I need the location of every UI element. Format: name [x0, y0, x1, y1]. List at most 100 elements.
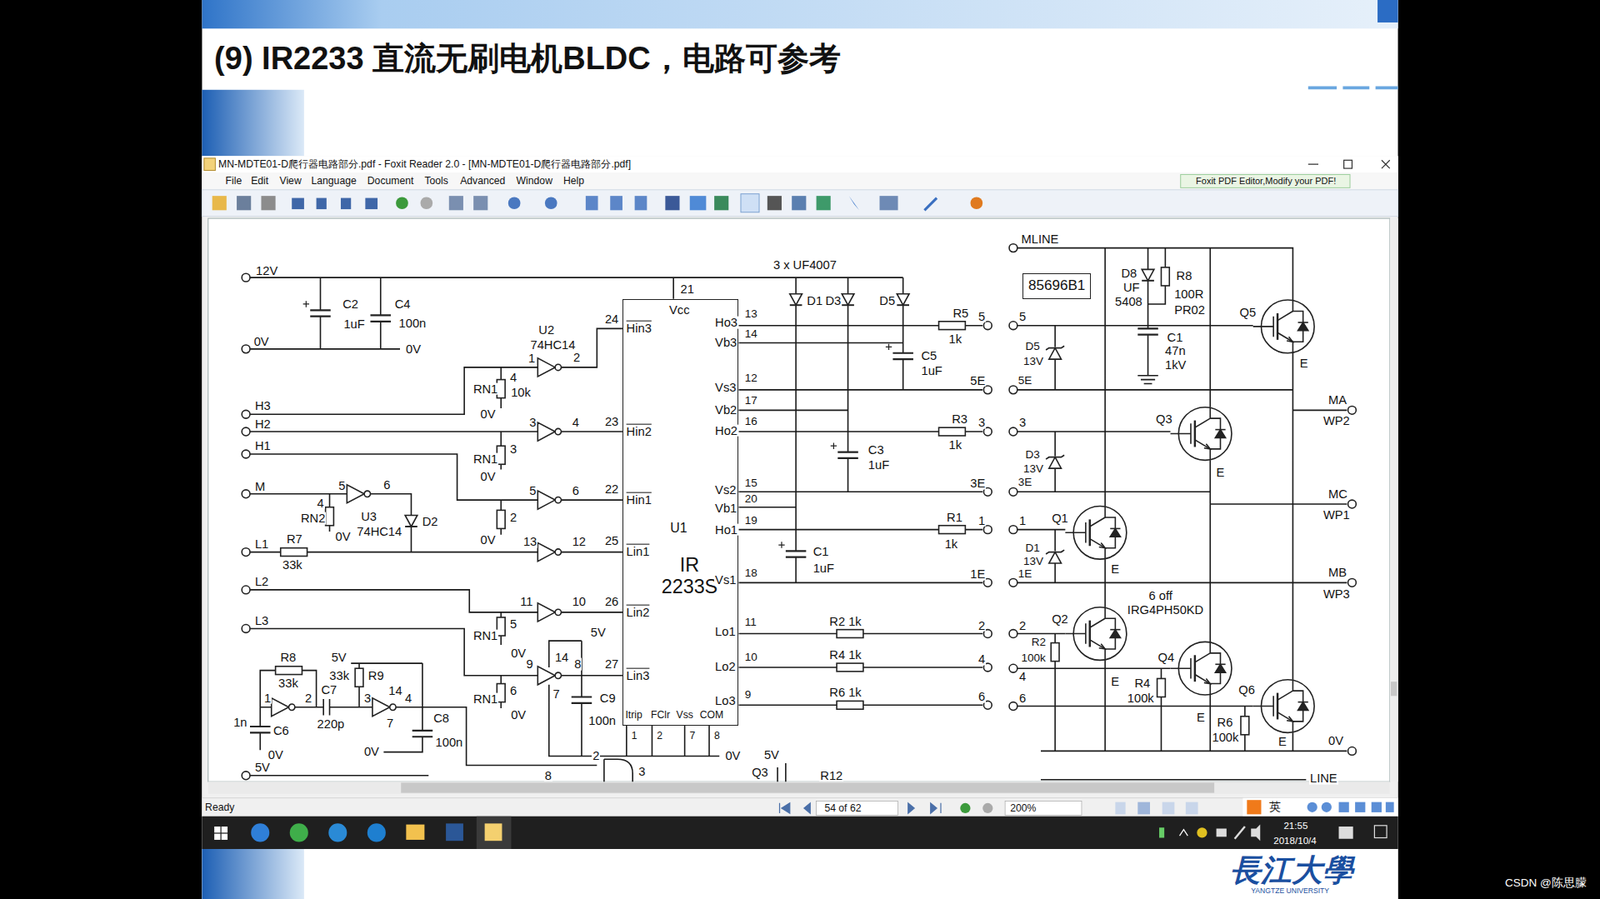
scrollbar-thumb	[1390, 681, 1397, 696]
signal-label: L3	[254, 614, 270, 627]
signal-label: 22	[604, 482, 620, 495]
signal-label: Ho3	[714, 316, 739, 330]
signal-label: 2	[572, 350, 581, 364]
signal-label: 12V	[255, 264, 279, 277]
scrollbar	[208, 781, 1390, 795]
taskbar-icons	[214, 816, 1387, 850]
signal-label: COM	[699, 710, 725, 720]
signal-label: 5V	[763, 749, 780, 762]
signal-label: 6	[509, 685, 518, 698]
signal-label: C7	[320, 683, 339, 696]
signal-label: 12	[744, 373, 759, 385]
signal-label: 100k	[1020, 652, 1047, 665]
status-controls	[780, 798, 1399, 817]
signal-label: Vss	[675, 710, 695, 720]
signal-label: 100n	[398, 317, 428, 330]
signal-label: C2	[341, 298, 360, 311]
signal-label: 6	[382, 478, 391, 491]
signal-label: RN1	[472, 382, 499, 395]
signal-label: Hin2	[625, 425, 653, 439]
signal-label: PR02	[1173, 304, 1206, 317]
signal-label: 1	[263, 691, 272, 705]
signal-label: 17	[744, 395, 759, 407]
circuit-symbols	[241, 244, 1356, 780]
signal-label: 2	[591, 750, 600, 763]
signal-label: 0V	[267, 749, 285, 762]
menu-item: Document	[367, 175, 415, 186]
signal-label: LINE	[1309, 772, 1339, 785]
signal-label: 6	[977, 690, 986, 704]
signal-label: C3	[867, 444, 885, 457]
signal-label: M	[254, 480, 266, 494]
signal-label: 19	[744, 515, 759, 527]
signal-label: Vs3	[714, 381, 737, 395]
signal-label: WP1	[1322, 509, 1351, 522]
signal-label: D3	[824, 295, 842, 308]
signal-label: Itrip	[624, 710, 643, 720]
signal-label: 2	[655, 730, 664, 741]
signal-label: E	[1277, 735, 1288, 749]
signal-label: 5V	[590, 626, 607, 640]
signal-label: 1k	[948, 439, 964, 452]
signal-label: WP2	[1322, 414, 1351, 427]
signal-label: 13V	[1022, 464, 1045, 476]
signal-label: H1	[254, 440, 272, 453]
signal-label: R6	[1216, 716, 1235, 730]
signal-label: 13V	[1022, 355, 1045, 368]
status-bar	[201, 798, 1398, 817]
signal-label: 0V	[1327, 735, 1345, 748]
signal-label: 0V	[405, 342, 422, 355]
signal-label: 100n	[587, 714, 617, 727]
signal-label: R12	[819, 769, 844, 782]
signal-label: 1	[1018, 514, 1027, 527]
signal-label: Q1	[1050, 512, 1070, 525]
signal-label: IRG4PH50KD	[1126, 604, 1205, 617]
signal-label: 1n	[232, 716, 248, 730]
signal-label: 27	[604, 658, 620, 671]
signal-label: Lo1	[714, 625, 737, 639]
signal-label: D1	[1024, 542, 1040, 555]
signal-label: R2	[1030, 637, 1047, 650]
signal-label: E	[1195, 710, 1206, 724]
signal-label: D1	[805, 295, 824, 308]
signal-label: 10	[744, 651, 759, 664]
signal-label: 8	[573, 658, 582, 671]
signal-label: 33k	[277, 677, 300, 690]
signal-label: Q2	[1050, 613, 1070, 626]
signal-label: R7	[285, 532, 304, 545]
slide-left-band	[201, 849, 304, 899]
signal-label: D5	[878, 295, 896, 308]
signal-label: D3	[1024, 449, 1040, 461]
signal-label: 74HC14	[530, 339, 577, 352]
menu-item: Language	[311, 175, 357, 186]
signal-label: Vb1	[714, 501, 738, 515]
slide-corner-mark	[1377, 0, 1398, 23]
signal-label: Lo3	[714, 695, 737, 708]
signal-label: U3	[360, 510, 378, 523]
signal-label: 0V	[335, 530, 352, 544]
scrollbar	[1390, 218, 1399, 782]
signal-label: 5V	[330, 650, 348, 664]
signal-label: 8	[544, 769, 553, 782]
signal-label: H3	[254, 400, 272, 413]
signal-label: R2 1k	[828, 615, 862, 628]
slide-ground	[201, 0, 1398, 899]
signal-label: 14	[387, 685, 403, 698]
signal-label: MC	[1327, 487, 1349, 500]
signal-label: 10	[571, 595, 587, 609]
slide-bottom-ground	[201, 849, 1398, 899]
tool-bar	[201, 190, 1398, 217]
signal-label: R9	[367, 669, 385, 682]
signal-label: Lin1	[625, 545, 651, 559]
signal-label: 3	[977, 416, 986, 430]
signal-label: Q3	[750, 766, 770, 780]
signal-label: 0V	[510, 646, 527, 660]
signal-label: 4	[571, 416, 580, 430]
status-text: Ready	[205, 801, 235, 812]
signal-label: 0V	[480, 470, 497, 483]
signal-label: 3E	[1017, 476, 1034, 489]
signal-label: MA	[1327, 394, 1348, 407]
signal-label: 0V	[363, 745, 380, 759]
signal-label: 5	[977, 310, 986, 323]
